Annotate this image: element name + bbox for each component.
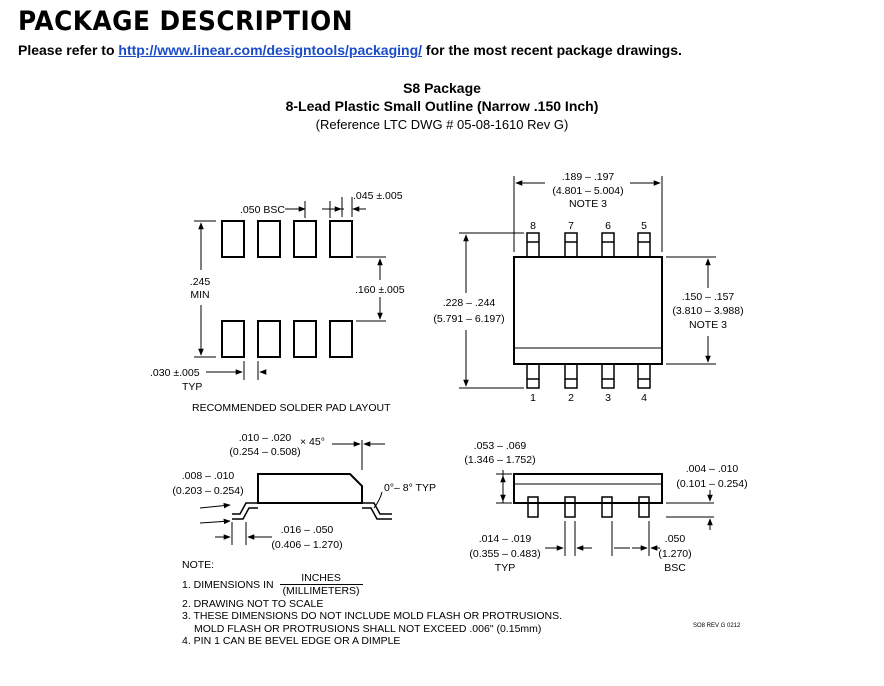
pin-label: 3 <box>605 392 611 404</box>
solder-pad <box>329 320 353 358</box>
pad-span-label: .245 <box>190 276 211 288</box>
standoff-mm: (0.101 – 0.254) <box>676 478 747 490</box>
pad-gap-typ: TYP <box>182 381 202 393</box>
solder-pad <box>257 220 281 258</box>
pin-label: 7 <box>568 220 574 232</box>
end-view-package <box>513 473 663 504</box>
lead-pitch-mm: (1.270) <box>658 548 691 560</box>
page-title: PACKAGE DESCRIPTION <box>18 6 353 37</box>
pin-label: 6 <box>605 220 611 232</box>
standoff-inch: .004 – .010 <box>686 463 739 475</box>
top-height-inch: .228 – .244 <box>443 297 496 309</box>
top-height-mm: (5.791 – 6.197) <box>433 313 504 325</box>
pin-label: 8 <box>530 220 536 232</box>
top-length-mm: (4.801 – 5.004) <box>552 185 623 197</box>
bevel-inch: .010 – .020 <box>239 432 292 444</box>
refer-prefix: Please refer to <box>18 42 115 58</box>
lead-pitch-inch: .050 <box>665 533 686 545</box>
lead-thickness-mm: (0.203 – 0.254) <box>172 485 243 497</box>
top-body-note: NOTE 3 <box>689 319 727 331</box>
lead-angle: 0°– 8° TYP <box>384 482 436 494</box>
refer-suffix: for the most recent package drawings. <box>425 42 682 58</box>
units-inches: INCHES <box>279 572 363 585</box>
note-2: 2. DRAWING NOT TO SCALE <box>182 597 324 610</box>
top-length-inch: .189 – .197 <box>562 171 615 183</box>
refer-line: Please refer to http://www.linear.com/de… <box>18 42 682 58</box>
solder-pad <box>329 220 353 258</box>
package-description: 8-Lead Plastic Small Outline (Narrow .15… <box>285 98 599 114</box>
note-4: 4. PIN 1 CAN BE BEVEL EDGE OR A DIMPLE <box>182 635 401 647</box>
package-name: S8 Package <box>403 80 481 96</box>
solder-pad-layout <box>221 220 353 358</box>
pad-layout-caption: RECOMMENDED SOLDER PAD LAYOUT <box>192 402 391 414</box>
pin-label: 1 <box>530 392 536 404</box>
pad-span-min: MIN <box>190 289 209 301</box>
foot-inch: .016 – .050 <box>281 524 334 536</box>
note-3a: 3. THESE DIMENSIONS DO NOT INCLUDE MOLD … <box>182 610 563 622</box>
top-body-inch: .150 – .157 <box>682 291 735 303</box>
top-body-mm: (3.810 – 3.988) <box>672 305 743 317</box>
notes-heading: NOTE: <box>182 559 215 571</box>
pad-width-label: .045 ±.005 <box>353 190 403 202</box>
side-view-package <box>232 473 392 520</box>
bevel-angle: × 45° <box>300 436 325 448</box>
units-fraction: INCHES (MILLIMETERS) <box>279 572 363 598</box>
packaging-link[interactable]: http://www.linear.com/designtools/packag… <box>118 42 423 58</box>
solder-pad <box>257 320 281 358</box>
pad-length-label: .160 ±.005 <box>355 284 405 296</box>
lead-thickness-inch: .008 – .010 <box>182 470 235 482</box>
revision-code: SO8 REV G 0212 <box>693 623 741 629</box>
end-height-inch: .053 – .069 <box>474 440 527 452</box>
pad-gap-label: .030 ±.005 <box>150 367 200 379</box>
lead-width-mm: (0.355 – 0.483) <box>469 548 540 560</box>
note-3b: MOLD FLASH OR PROTRUSIONS SHALL NOT EXCE… <box>194 622 542 635</box>
end-view-leads <box>527 496 650 518</box>
top-view-package <box>513 256 663 365</box>
lead-width-typ: TYP <box>495 562 515 574</box>
foot-mm: (0.406 – 1.270) <box>271 539 342 551</box>
units-millimeters: (MILLIMETERS) <box>282 585 360 597</box>
pad-pitch-label: .050 BSC <box>240 204 285 216</box>
lead-pitch-bsc: BSC <box>664 562 686 574</box>
note-1: 1. DIMENSIONS IN INCHES (MILLIMETERS) <box>182 572 562 598</box>
solder-pad <box>221 320 245 358</box>
lead-width-inch: .014 – .019 <box>479 533 532 545</box>
package-reference: (Reference LTC DWG # 05-08-1610 Rev G) <box>315 117 569 132</box>
solder-pad <box>293 320 317 358</box>
pin-label: 4 <box>641 392 647 404</box>
top-length-note: NOTE 3 <box>569 198 607 210</box>
pin-label: 5 <box>641 220 647 232</box>
solder-pad <box>221 220 245 258</box>
top-view-leads <box>526 232 651 389</box>
bevel-mm: (0.254 – 0.508) <box>229 446 300 458</box>
note-1-prefix: 1. DIMENSIONS IN <box>182 578 274 591</box>
end-height-mm: (1.346 – 1.752) <box>464 454 535 466</box>
pin-label: 2 <box>568 392 574 404</box>
solder-pad <box>293 220 317 258</box>
notes-block: NOTE: 1. DIMENSIONS IN INCHES (MILLIMETE… <box>182 559 562 648</box>
